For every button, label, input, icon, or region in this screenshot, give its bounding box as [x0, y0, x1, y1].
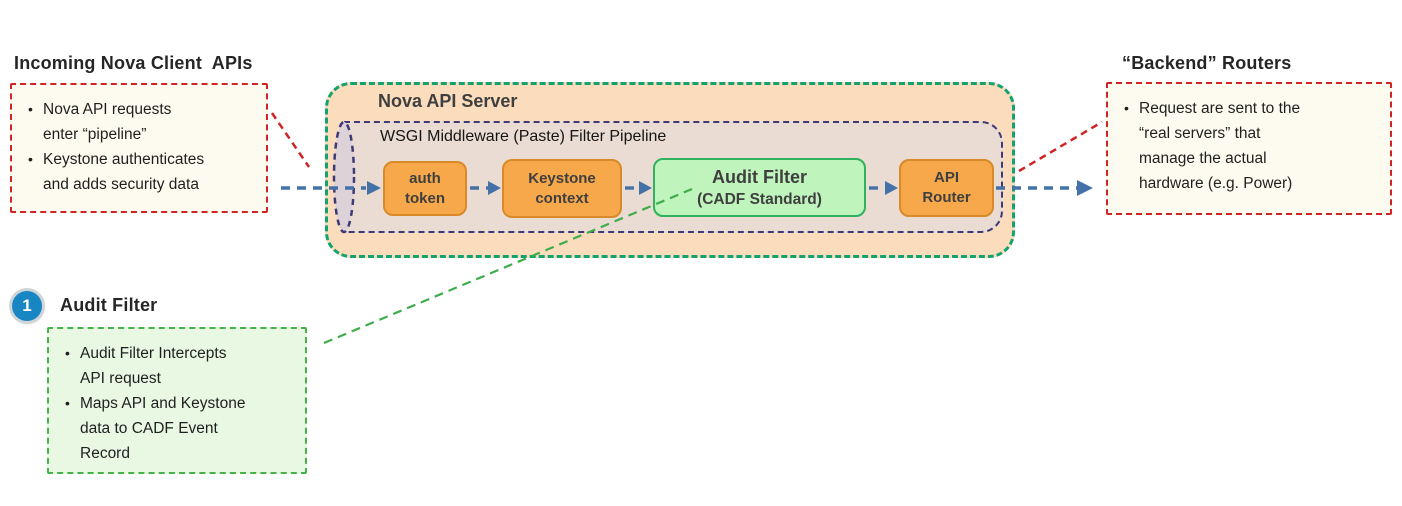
backend-routers-callout: Request are sent to the “real servers” t…	[1106, 82, 1392, 215]
wsgi-pipeline-title: WSGI Middleware (Paste) Filter Pipeline	[380, 128, 667, 145]
stage-label-line: API	[933, 169, 959, 186]
audit-filter-note-callout: Audit Filter Intercepts API request Maps…	[47, 327, 307, 474]
bullet-item: Keystone authenticates and adds security…	[24, 147, 258, 197]
incoming-apis-heading: Incoming Nova Client APIs	[14, 53, 253, 73]
step-1-badge: 1	[12, 291, 42, 321]
stage-keystone-context: Keystone context	[502, 159, 622, 218]
backend-routers-bullet-list: Request are sent to the “real servers” t…	[1120, 96, 1382, 196]
stage-label-line: Router	[922, 189, 971, 206]
bullet-item: Request are sent to the “real servers” t…	[1120, 96, 1382, 196]
audit-filter-note-heading: Audit Filter	[60, 295, 158, 315]
leader-line-backend	[1018, 120, 1103, 173]
stage-label-line: token	[404, 189, 445, 207]
backend-routers-heading: “Backend” Routers	[1122, 53, 1292, 73]
leader-line-incoming	[270, 112, 311, 168]
audit-note-bullet-list: Audit Filter Intercepts API request Maps…	[61, 341, 297, 466]
stage-label-line: context	[535, 189, 589, 207]
stage-label-line: auth	[409, 169, 441, 187]
audit-filter-title: Audit Filter	[712, 166, 807, 187]
stage-label-line: Keystone	[528, 169, 596, 187]
stage-audit-filter: Audit Filter (CADF Standard)	[653, 158, 866, 217]
incoming-apis-bullet-list: Nova API requests enter “pipeline” Keyst…	[24, 97, 258, 197]
bullet-item: Audit Filter Intercepts API request	[61, 341, 297, 391]
incoming-apis-callout: Nova API requests enter “pipeline” Keyst…	[10, 83, 268, 213]
nova-api-server-title: Nova API Server	[378, 91, 518, 111]
bullet-item: Maps API and Keystone data to CADF Event…	[61, 391, 297, 466]
audit-filter-subtitle: (CADF Standard)	[697, 190, 822, 208]
bullet-item: Nova API requests enter “pipeline”	[24, 97, 258, 147]
stage-auth-token: auth token	[383, 161, 467, 216]
stage-api-router: API Router	[899, 159, 994, 217]
flow-arrowhead	[1077, 180, 1093, 196]
